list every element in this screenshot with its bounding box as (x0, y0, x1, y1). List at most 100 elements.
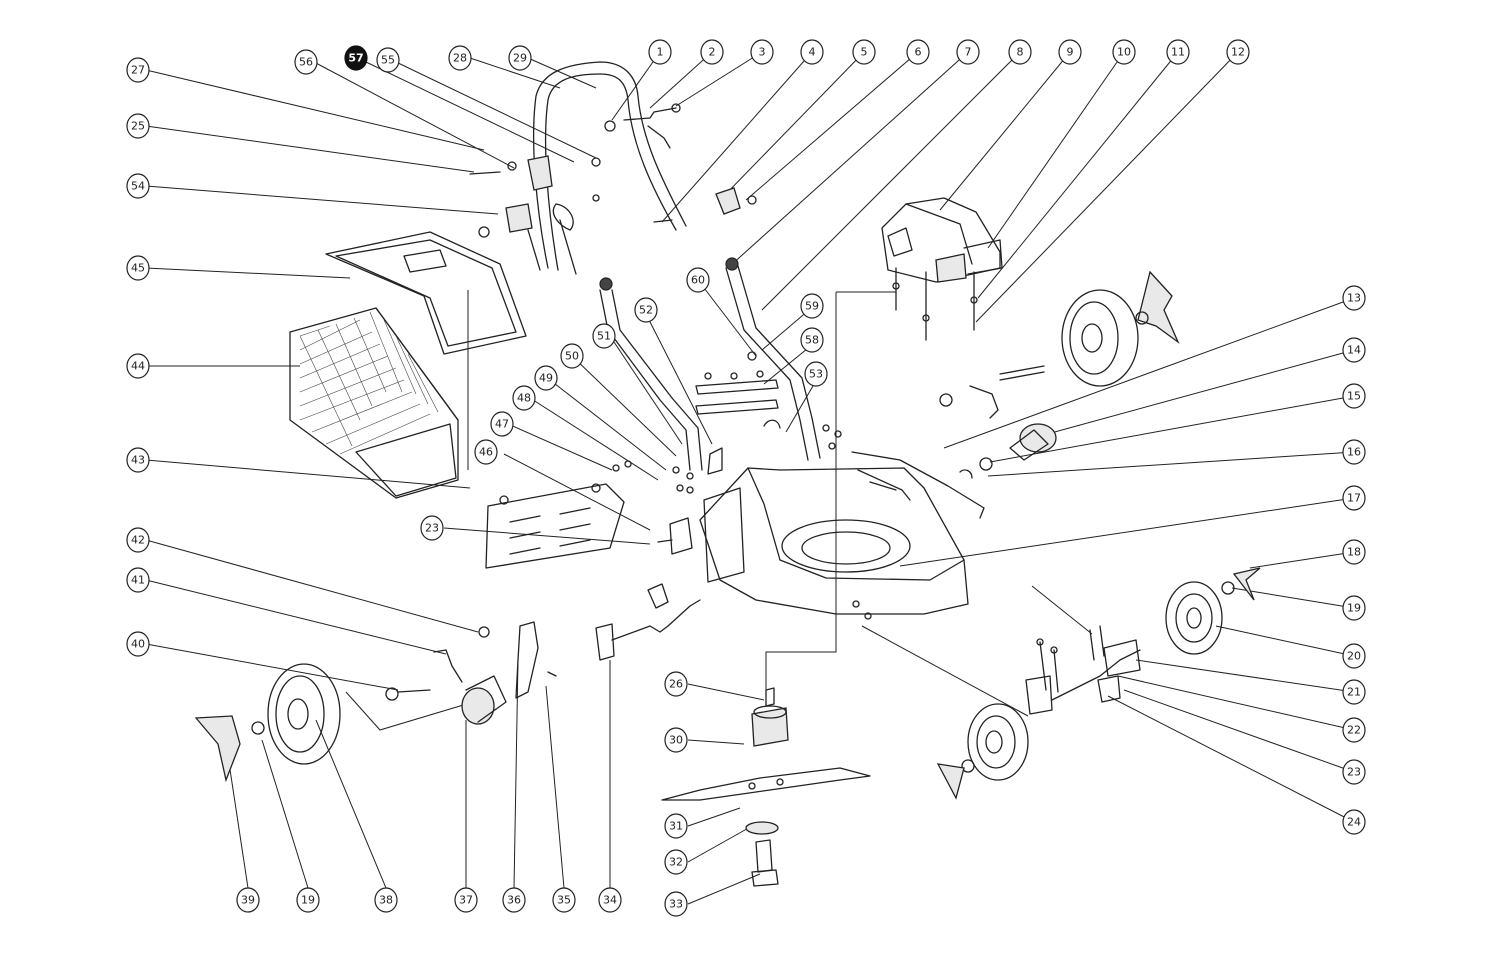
callout-c16: 16 (1342, 439, 1366, 465)
callout-label: 4 (809, 46, 816, 59)
callout-circle (454, 887, 478, 913)
callout-circle (906, 39, 930, 65)
callout-c49: 49 (534, 365, 558, 391)
callout-label: 5 (861, 46, 868, 59)
callout-circle (1342, 383, 1366, 409)
callout-c17: 17 (1342, 485, 1366, 511)
callout-circle (126, 447, 150, 473)
callout-circle (474, 439, 498, 465)
callout-label: 33 (669, 898, 683, 911)
callout-circle (552, 887, 576, 913)
callout-circle (664, 891, 688, 917)
callout-c9: 9 (1058, 39, 1082, 65)
callout-c27: 27 (126, 57, 150, 83)
callout-c32: 32 (664, 849, 688, 875)
callout-circle (1226, 39, 1250, 65)
callout-c11: 11 (1166, 39, 1190, 65)
front-axle (1025, 625, 1141, 715)
callout-c41: 41 (126, 567, 150, 593)
callout-c48: 48 (512, 385, 536, 411)
callout-label: 34 (603, 894, 617, 907)
callout-label: 44 (131, 360, 145, 373)
upper-handle (527, 61, 687, 275)
callout-label: 28 (453, 52, 467, 65)
callout-label: 54 (131, 180, 145, 193)
callout-circle (126, 255, 150, 281)
callout-label: 15 (1347, 390, 1361, 403)
callout-circle (800, 293, 824, 319)
leader-lines (145, 51, 1355, 905)
callout-circle (374, 887, 398, 913)
callout-label: 10 (1117, 46, 1131, 59)
callout-label: 37 (459, 894, 473, 907)
callout-label: 35 (557, 894, 571, 907)
callout-label: 45 (131, 262, 145, 275)
callout-c21: 21 (1342, 679, 1366, 705)
callout-circle (126, 567, 150, 593)
callout-label: 8 (1017, 46, 1024, 59)
callout-circle (700, 39, 724, 65)
callout-label: 60 (691, 274, 705, 287)
callout-circle (126, 527, 150, 553)
callout-circle (1342, 539, 1366, 565)
callout-label: 2 (709, 46, 716, 59)
callout-c56: 56 (294, 49, 318, 75)
callout-circle (1342, 809, 1366, 835)
callout-label: 21 (1347, 686, 1361, 699)
callout-c58: 58 (800, 327, 824, 353)
mower-deck (699, 467, 969, 620)
callout-label: 56 (299, 56, 313, 69)
callout-c53: 53 (804, 361, 828, 387)
callout-circle (598, 887, 622, 913)
callout-c35: 35 (552, 887, 576, 913)
callout-circle (1342, 759, 1366, 785)
callout-label: 19 (301, 894, 315, 907)
callout-circle (686, 267, 710, 293)
callout-label: 26 (669, 678, 683, 691)
callout-label: 55 (381, 54, 395, 67)
callout-circle (664, 849, 688, 875)
callout-circle (1342, 717, 1366, 743)
callout-circle (664, 671, 688, 697)
callout-label: 13 (1347, 292, 1361, 305)
callout-label: 19 (1347, 602, 1361, 615)
callout-label: 14 (1347, 344, 1361, 357)
callout-label: 39 (241, 894, 255, 907)
callout-label: 52 (639, 304, 653, 317)
blade-assembly (661, 687, 871, 887)
callout-label: 3 (759, 46, 766, 59)
callout-c12: 12 (1226, 39, 1250, 65)
callout-label: 25 (131, 120, 145, 133)
callout-label: 51 (597, 330, 611, 343)
callout-circle (448, 45, 472, 71)
callout-label: 29 (513, 52, 527, 65)
callout-circle (126, 631, 150, 657)
callout-circle (852, 39, 876, 65)
callout-circle (804, 361, 828, 387)
callout-circle (126, 353, 150, 379)
callout-circle (502, 887, 526, 913)
callout-label: 47 (495, 418, 509, 431)
callout-circle (1112, 39, 1136, 65)
callout-circle (664, 813, 688, 839)
callout-label: 46 (479, 446, 493, 459)
callout-label: 18 (1347, 546, 1361, 559)
callout-c2: 2 (700, 39, 724, 65)
callout-c5: 5 (852, 39, 876, 65)
callout-circle (534, 365, 558, 391)
callout-label: 31 (669, 820, 683, 833)
callout-c33: 33 (664, 891, 688, 917)
callout-c7: 7 (956, 39, 980, 65)
grass-catcher-bag (289, 307, 459, 499)
callout-circle (1342, 337, 1366, 363)
callout-circle (664, 727, 688, 753)
callout-c52: 52 (634, 297, 658, 323)
wheel-front-right (1165, 567, 1261, 655)
callout-label: 57 (348, 52, 363, 65)
callout-c8: 8 (1008, 39, 1032, 65)
callout-circle (344, 45, 368, 71)
callout-circle (592, 323, 616, 349)
callout-c34: 34 (598, 887, 622, 913)
